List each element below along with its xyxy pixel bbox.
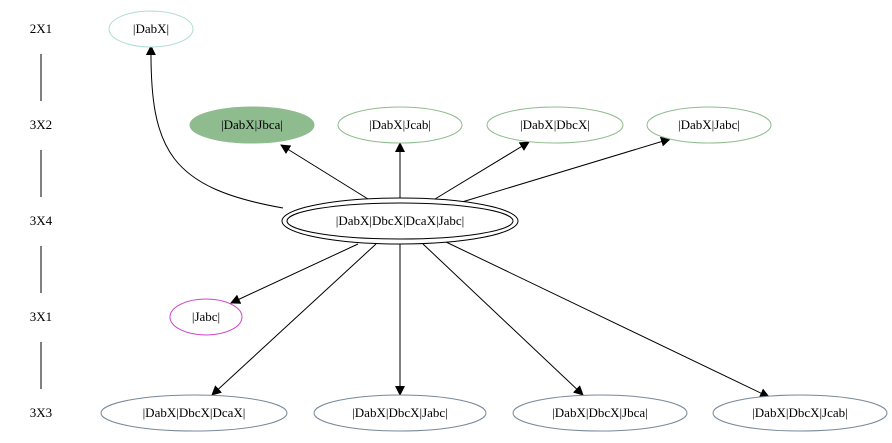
level-label-3x1: 3X1 xyxy=(30,309,52,324)
node-label: |DabX|DbcX|Jbca| xyxy=(552,405,648,420)
edge-center-to-jabc-small xyxy=(230,243,359,304)
node-dabx-dbcx[interactable]: |DabX|DbcX| xyxy=(486,106,624,144)
node-label: |DabX|Jabc| xyxy=(678,117,740,132)
node-label: |DabX|DbcX|DcaX| xyxy=(143,405,246,420)
level-label-2x1: 2X1 xyxy=(30,21,52,36)
node-jabc[interactable]: |Jabc| xyxy=(169,298,243,336)
node-label: |DabX|DbcX|Jabc| xyxy=(352,405,448,420)
edge-center-to-b3 xyxy=(422,243,584,396)
edge-center-to-b4 xyxy=(445,241,770,398)
node-label: |DabX|DbcX|DcaX|Jabc| xyxy=(336,213,465,228)
node-dabx-dbcx-dcax[interactable]: |DabX|DbcX|DcaX| xyxy=(100,394,288,432)
node-dabx-jcab[interactable]: |DabX|Jcab| xyxy=(337,106,463,144)
node-dabx-dbcx-jbca[interactable]: |DabX|DbcX|Jbca| xyxy=(512,394,688,432)
node-dabx-jbca[interactable]: |DabX|Jbca| xyxy=(189,106,315,144)
node-dabx[interactable]: |DabX| xyxy=(108,10,194,48)
level-label-3x2: 3X2 xyxy=(30,117,52,132)
node-dabx-jabc[interactable]: |DabX|Jabc| xyxy=(646,106,772,144)
edge-center-to-jabc xyxy=(461,136,671,203)
node-label: |DabX|Jcab| xyxy=(369,117,431,132)
edge-center-to-jbca xyxy=(280,144,369,200)
node-dabx-dbcx-jcab[interactable]: |DabX|DbcX|Jcab| xyxy=(712,394,888,432)
edge-center-to-b1 xyxy=(211,243,377,396)
node-dabx-dbcx-jabc[interactable]: |DabX|DbcX|Jabc| xyxy=(313,394,487,432)
node-center[interactable]: |DabX|DbcX|DcaX|Jabc| xyxy=(281,197,519,245)
edge-center-to-top xyxy=(145,45,284,209)
level-label-3x3: 3X3 xyxy=(30,405,52,420)
edge-center-to-dbcx xyxy=(434,141,530,200)
node-label: |Jabc| xyxy=(192,309,220,324)
node-label: |DabX|DbcX|Jcab| xyxy=(752,405,848,420)
node-label: |DabX| xyxy=(133,21,169,36)
node-label: |DabX|DbcX| xyxy=(520,117,590,132)
level-label-3x4: 3X4 xyxy=(30,213,53,228)
node-label: |DabX|Jbca| xyxy=(221,117,283,132)
